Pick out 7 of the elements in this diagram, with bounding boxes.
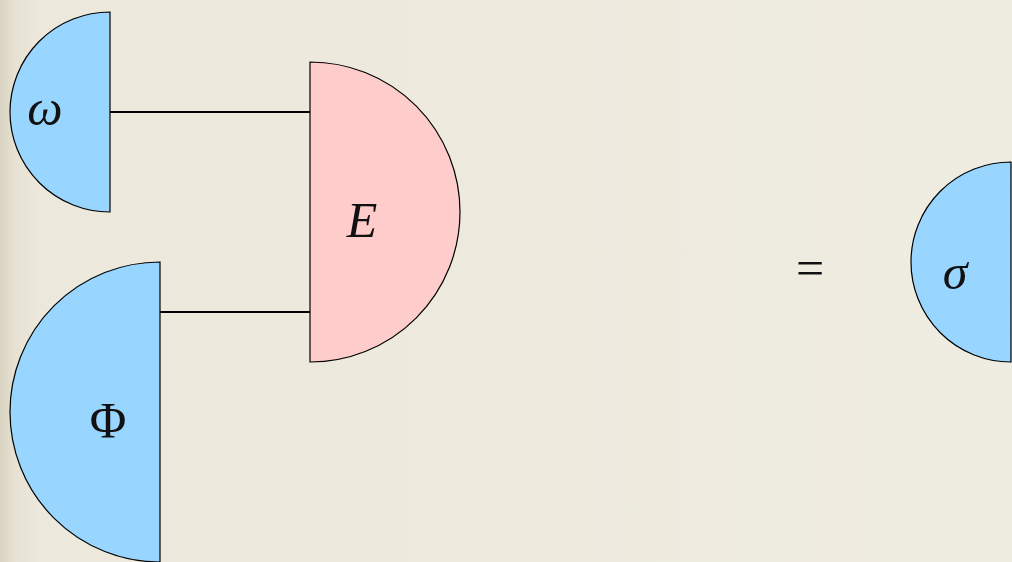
symbol-label: σ [942,247,968,297]
symbol-label: ω [27,83,63,133]
equals-sign: = [795,243,825,293]
symbol-label: E [346,195,378,245]
connector-line [109,111,311,113]
connector-line [159,311,311,313]
symbol-label: Φ [89,395,127,445]
